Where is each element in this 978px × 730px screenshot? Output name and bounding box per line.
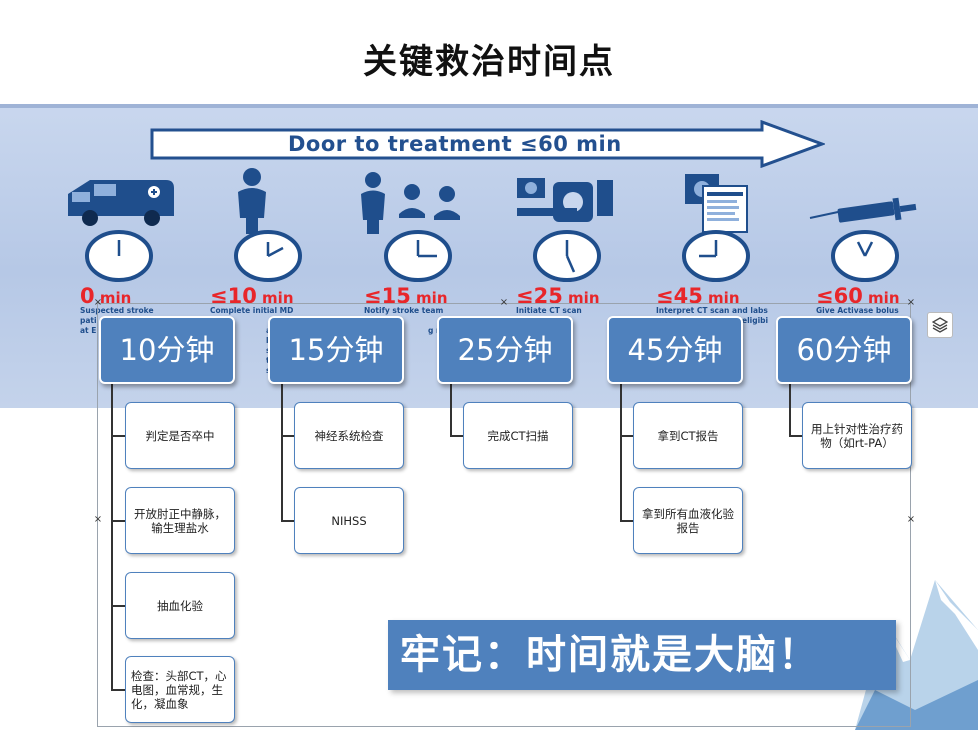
doctor-phone-icon xyxy=(238,168,266,234)
task-box[interactable]: 抽血化验 xyxy=(125,572,235,639)
timepoint-header-10[interactable]: 10分钟 xyxy=(99,316,235,384)
task-box[interactable]: 拿到所有血液化验报告 xyxy=(633,487,743,554)
connector-line xyxy=(111,605,126,607)
time-label-45: ≤45 min xyxy=(656,284,740,308)
connector-line xyxy=(281,520,295,522)
connector-line xyxy=(450,435,464,437)
door-to-treatment-label: Door to treatment ≤60 min xyxy=(288,132,622,156)
resize-handle-icon[interactable]: × xyxy=(499,297,509,308)
diagram-selection-frame[interactable] xyxy=(97,303,911,727)
resize-handle-icon[interactable]: × xyxy=(93,514,103,525)
resize-handle-icon[interactable]: × xyxy=(906,514,916,525)
time-label-0: 0 min xyxy=(80,284,132,308)
stroke-team-icon xyxy=(361,172,460,234)
connector-line xyxy=(281,384,283,521)
time-label-25: ≤25 min xyxy=(516,284,600,308)
task-box[interactable]: 判定是否卒中 xyxy=(125,402,235,469)
layers-icon xyxy=(932,317,948,333)
step-desc-45: Interpret CT scan and labs eligibi xyxy=(656,306,769,325)
task-box[interactable]: 检查：头部CT，心电图，血常规，生化，凝血象 xyxy=(125,656,235,723)
lab-report-icon xyxy=(685,174,748,233)
layers-button[interactable] xyxy=(927,312,953,338)
connector-line xyxy=(111,384,113,690)
connector-line xyxy=(789,435,803,437)
task-box[interactable]: 开放肘正中静脉，输生理盐水 xyxy=(125,487,235,554)
task-box[interactable]: 神经系统检查 xyxy=(294,402,404,469)
timepoint-header-15[interactable]: 15分钟 xyxy=(268,316,404,384)
time-label-15: ≤15 min xyxy=(364,284,448,308)
timepoint-header-60[interactable]: 60分钟 xyxy=(776,316,912,384)
task-box[interactable]: 拿到CT报告 xyxy=(633,402,743,469)
motto-banner: 牢记：时间就是大脑！ xyxy=(388,620,896,690)
ct-scanner-icon xyxy=(517,178,613,222)
clock-icon xyxy=(234,230,302,282)
task-box[interactable]: NIHSS xyxy=(294,487,404,554)
task-box[interactable]: 完成CT扫描 xyxy=(463,402,573,469)
time-label-10: ≤10 min xyxy=(210,284,294,308)
clock-icon xyxy=(831,230,899,282)
connector-line xyxy=(789,384,791,436)
clock-icon xyxy=(533,230,601,282)
resize-handle-icon[interactable]: × xyxy=(93,297,103,308)
connector-line xyxy=(111,520,126,522)
connector-line xyxy=(450,384,452,436)
connector-line xyxy=(111,689,126,691)
syringe-icon xyxy=(809,197,917,223)
resize-handle-icon[interactable]: × xyxy=(906,297,916,308)
timepoint-header-25[interactable]: 25分钟 xyxy=(437,316,573,384)
time-label-60: ≤60 min xyxy=(816,284,900,308)
step-desc-25: Initiate CT scan xyxy=(516,306,582,315)
slide-title: 关键救治时间点 xyxy=(363,42,615,82)
clock-icon xyxy=(85,230,153,282)
task-box[interactable]: 用上针对性治疗药物（如rt-PA） xyxy=(802,402,912,469)
timepoint-header-45[interactable]: 45分钟 xyxy=(607,316,743,384)
banner-top-rule xyxy=(0,104,978,108)
connector-line xyxy=(620,384,622,521)
connector-line xyxy=(620,520,634,522)
connector-line xyxy=(620,435,634,437)
ambulance-icon xyxy=(68,180,174,226)
connector-line xyxy=(281,435,295,437)
clock-icon xyxy=(682,230,750,282)
clock-icon xyxy=(384,230,452,282)
connector-line xyxy=(111,435,126,437)
door-to-treatment-arrow xyxy=(150,120,825,168)
